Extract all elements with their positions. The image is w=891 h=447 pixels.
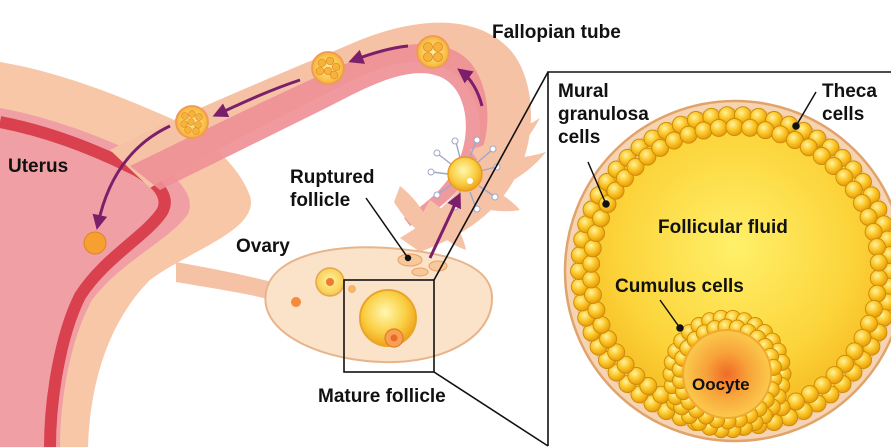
- leader-ruptured-dot: [406, 256, 411, 261]
- label-ovary: Ovary: [236, 236, 290, 257]
- granulosa-cell: [869, 239, 886, 256]
- granulosa-cell: [695, 122, 712, 139]
- granulosa-cell: [742, 119, 759, 136]
- label-fallopian-tube: Fallopian tube: [492, 22, 621, 43]
- embryo-4cell: [417, 36, 449, 68]
- label-ruptured-line1: Ruptured: [290, 167, 374, 188]
- ruptured-follicle-shape-3: [412, 268, 428, 276]
- granulosa-cell: [726, 119, 743, 136]
- label-mural-line3: cells: [558, 127, 600, 148]
- label-cumulus-cells: Cumulus cells: [615, 276, 744, 297]
- ovary-group: [176, 247, 492, 372]
- embryo-8cell: [312, 52, 344, 84]
- granulosa-cell: [865, 223, 882, 240]
- granulosa-cell: [757, 122, 774, 139]
- oocyte-cell: [683, 330, 771, 418]
- zoom-line-bottom: [434, 372, 548, 446]
- granulosa-cell: [680, 126, 697, 143]
- label-ruptured-line2: follicle: [290, 190, 350, 211]
- granulosa-cell: [870, 270, 887, 287]
- label-theca-line2: cells: [822, 104, 864, 125]
- embryo-morula: [176, 106, 208, 138]
- label-mural-line2: granulosa: [558, 104, 649, 125]
- granulosa-cell: [869, 285, 886, 302]
- granulosa-cell: [870, 254, 887, 271]
- label-oocyte: Oocyte: [692, 375, 750, 394]
- granulosa-cell: [710, 119, 727, 136]
- ovarian-ligament: [176, 262, 272, 300]
- ovary-follicle-1-oocyte: [326, 278, 334, 286]
- ovary-follicle-2: [291, 297, 301, 307]
- granulosa-cell: [585, 286, 602, 303]
- implanted-embryo: [84, 232, 106, 254]
- label-mature-follicle: Mature follicle: [318, 386, 446, 407]
- mature-follicle-oocyte-core: [391, 335, 398, 342]
- label-uterus: Uterus: [8, 156, 68, 177]
- ovary-follicle-3: [348, 285, 356, 293]
- granulosa-cell: [588, 302, 605, 319]
- label-theca-line1: Theca: [822, 81, 877, 102]
- granulosa-cell: [583, 271, 600, 288]
- label-follicular-fluid: Follicular fluid: [658, 217, 788, 238]
- granulosa-cell: [583, 255, 600, 272]
- granulosa-cell: [584, 240, 601, 257]
- leader-cumulus-dot: [677, 325, 683, 331]
- leader-theca-dot: [793, 123, 799, 129]
- leader-mural-dot: [603, 201, 609, 207]
- label-mural-line1: Mural: [558, 81, 609, 102]
